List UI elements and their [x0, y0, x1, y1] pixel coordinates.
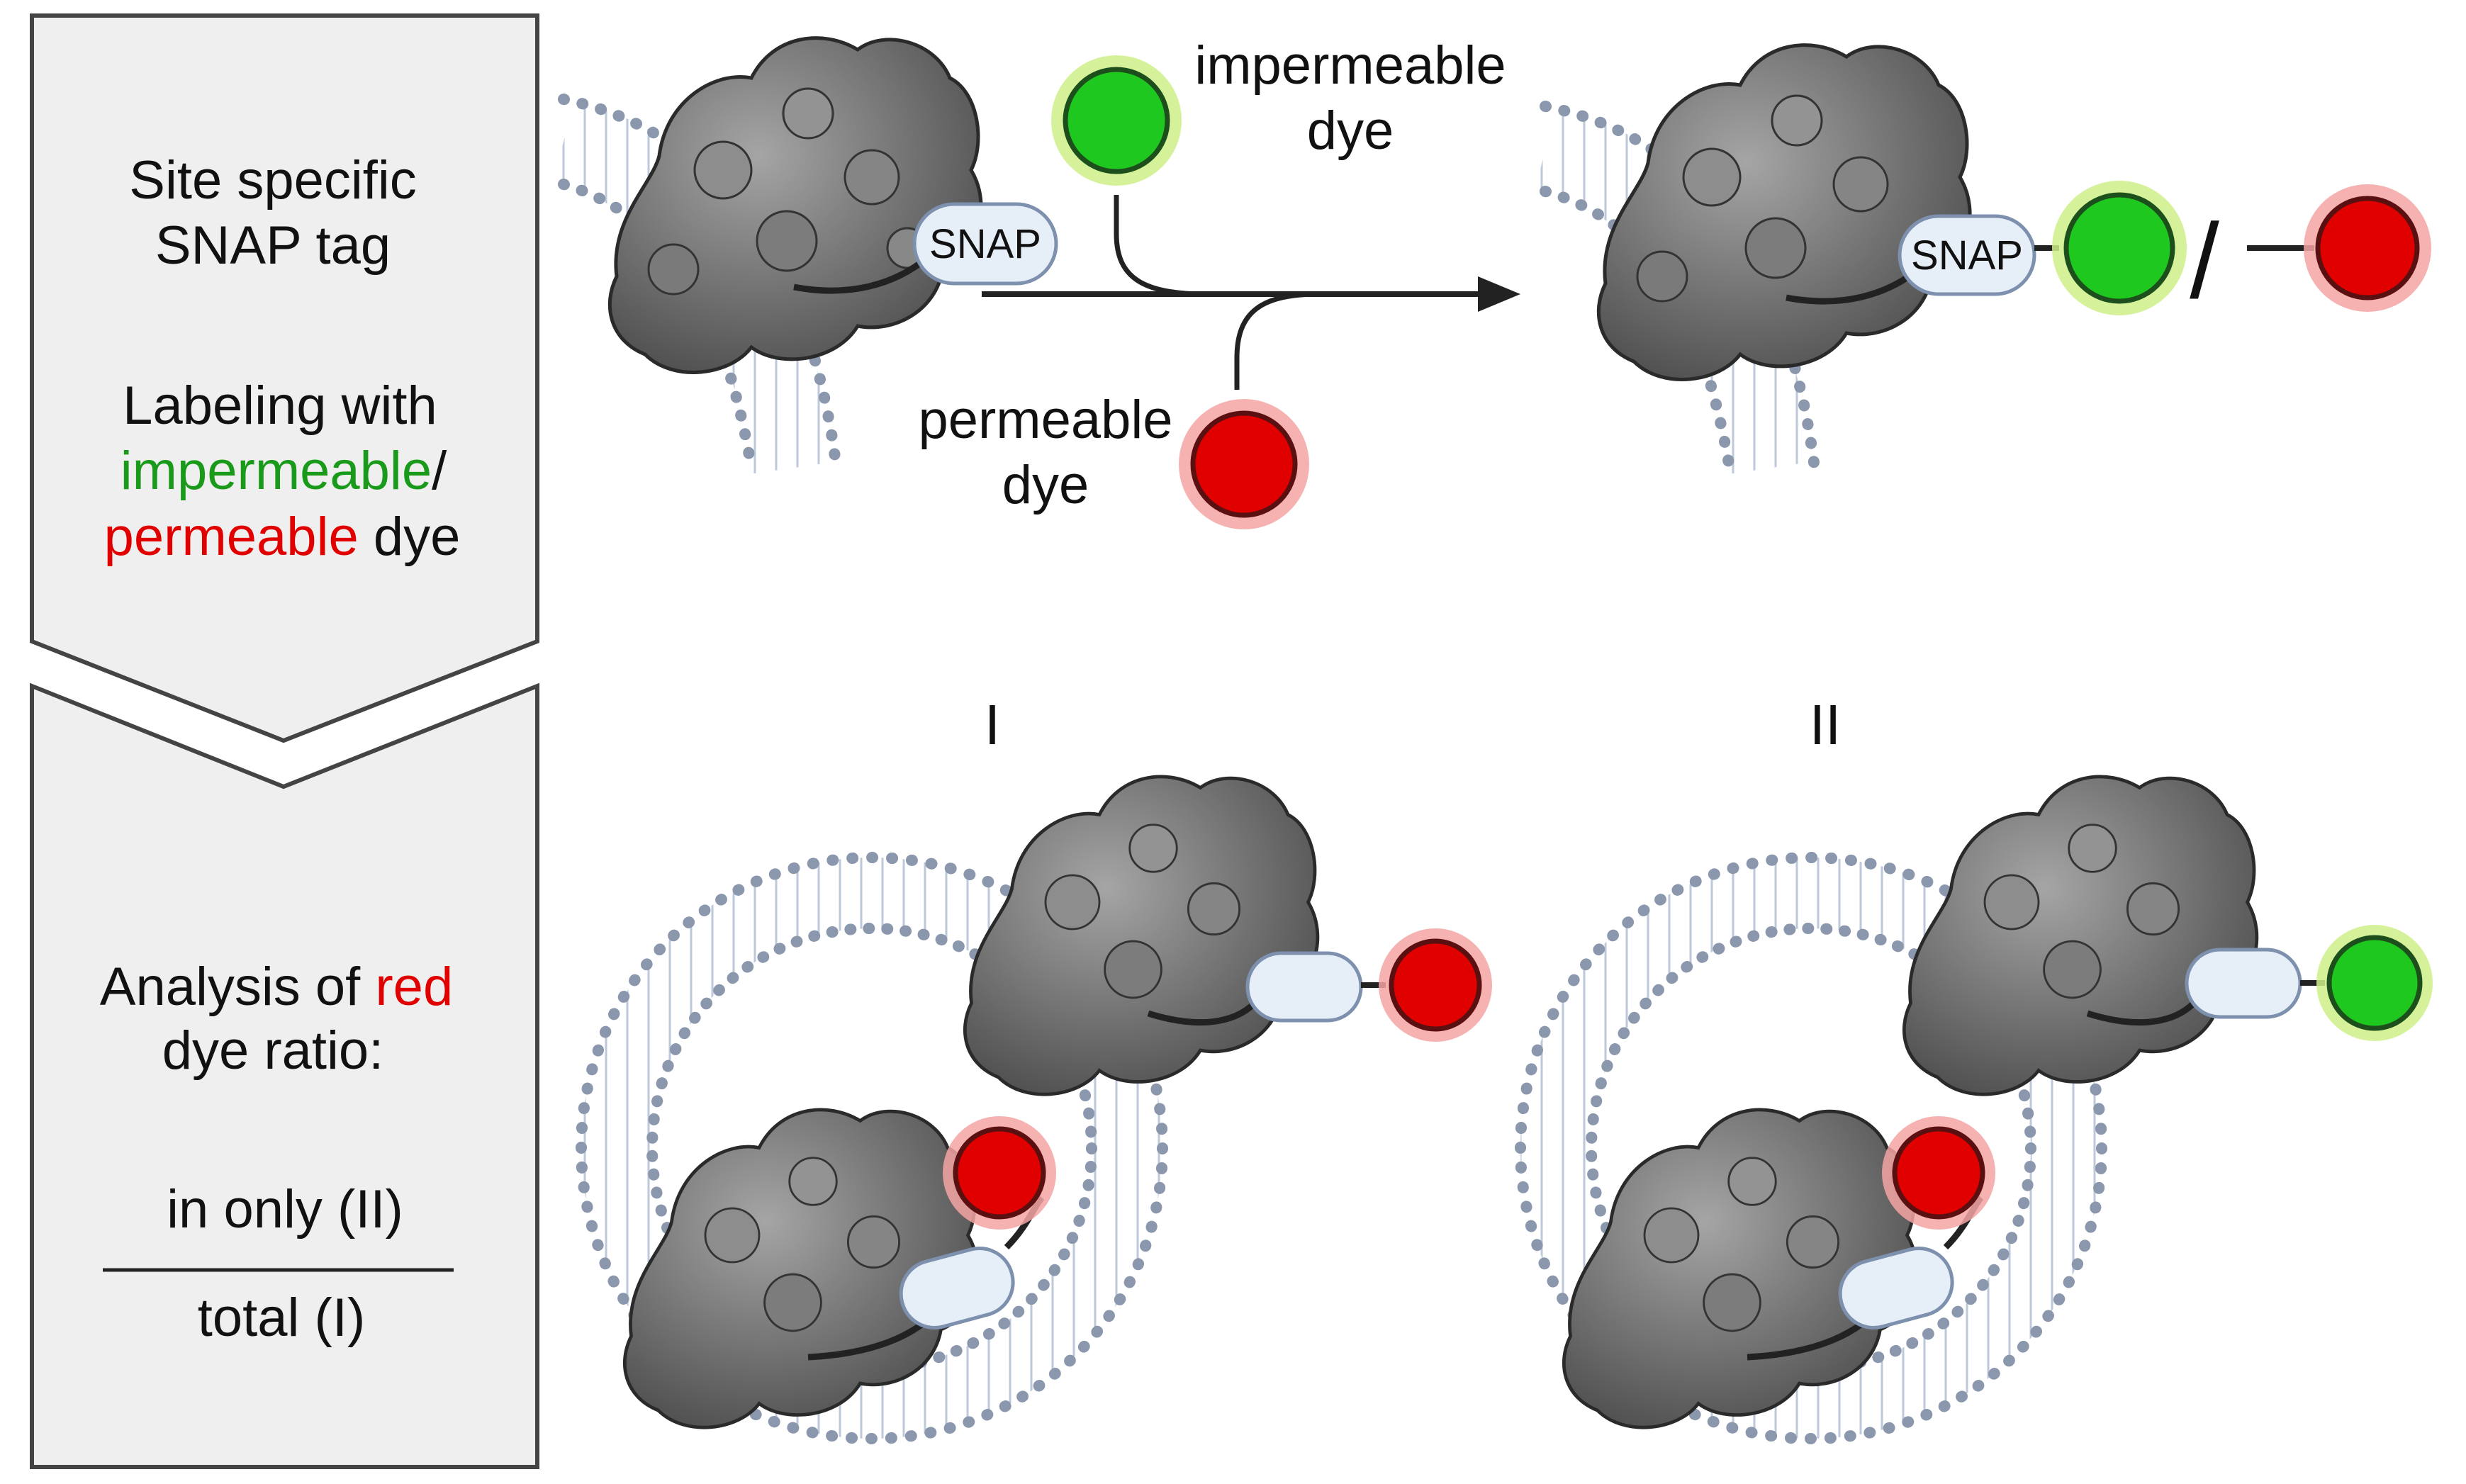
- protein-I-inner: [622, 1108, 980, 1429]
- analysis-prefix: Analysis of: [100, 957, 376, 1017]
- linker-I-outer: [1147, 997, 1261, 1026]
- impermeable-label-2: dye: [1307, 101, 1394, 161]
- protein-top-right: [1596, 43, 1972, 381]
- permeable-word: permeable: [104, 507, 359, 567]
- red-word: red: [375, 957, 453, 1017]
- snap-label-2: SNAP: [1911, 232, 2023, 279]
- labeled-red-dye: [2304, 184, 2431, 312]
- fraction-denominator: total (I): [198, 1288, 366, 1348]
- protein-I-outer: [963, 775, 1320, 1096]
- step1-line4: impermeable/: [121, 441, 447, 501]
- slash-char: /: [432, 441, 447, 501]
- or-slash: /: [2190, 201, 2219, 320]
- impermeable-label-1: impermeable: [1194, 35, 1506, 96]
- green-dye-II-outer: [2316, 925, 2433, 1041]
- red-dye-I-outer: [1379, 928, 1492, 1042]
- fraction-numerator: in only (II): [167, 1179, 403, 1240]
- dye-word: dye: [359, 507, 461, 567]
- permeable-label-2: dye: [1002, 455, 1089, 515]
- linker-top-left: [793, 259, 924, 294]
- protein-II-outer: [1902, 775, 2259, 1096]
- panel-label-I: I: [985, 693, 1000, 756]
- snap-tag-I-inner: [899, 1246, 1015, 1330]
- step1-line1: Site specific: [129, 150, 417, 210]
- panel-label-II: II: [1810, 693, 1841, 756]
- impermeable-dye-circle: [1051, 55, 1182, 186]
- linker-top-right: [1786, 270, 1916, 305]
- labeled-green-dye: [2052, 181, 2187, 315]
- protein-II-inner: [1562, 1108, 1919, 1429]
- step1-line2: SNAP tag: [155, 215, 391, 276]
- permeable-label-1: permeable: [918, 390, 1172, 450]
- protein-top-left: [607, 36, 983, 374]
- reaction-arrow: [982, 195, 1520, 390]
- snap-tag-I-outer: [1245, 951, 1363, 1023]
- step1-line3: Labeling with: [123, 376, 437, 436]
- red-dye-II-inner: [1882, 1116, 1995, 1230]
- snap-tag-top-left: SNAP: [912, 202, 1058, 286]
- snap-tag-top-right: SNAP: [1898, 214, 2036, 296]
- snap-tag-II-outer: [2185, 948, 2302, 1019]
- impermeable-word: impermeable: [121, 441, 432, 501]
- step-box-1: [30, 13, 539, 743]
- step2-line2: dye ratio:: [162, 1021, 384, 1081]
- permeable-dye-circle: [1179, 399, 1309, 529]
- snap-tag-II-inner: [1838, 1246, 1954, 1330]
- linker-II-outer: [2086, 997, 2200, 1026]
- red-dye-I-inner: [943, 1116, 1056, 1230]
- snap-label-1: SNAP: [929, 221, 1041, 267]
- step2-line1: Analysis of red: [100, 957, 453, 1017]
- step1-line5: permeable dye: [104, 507, 461, 567]
